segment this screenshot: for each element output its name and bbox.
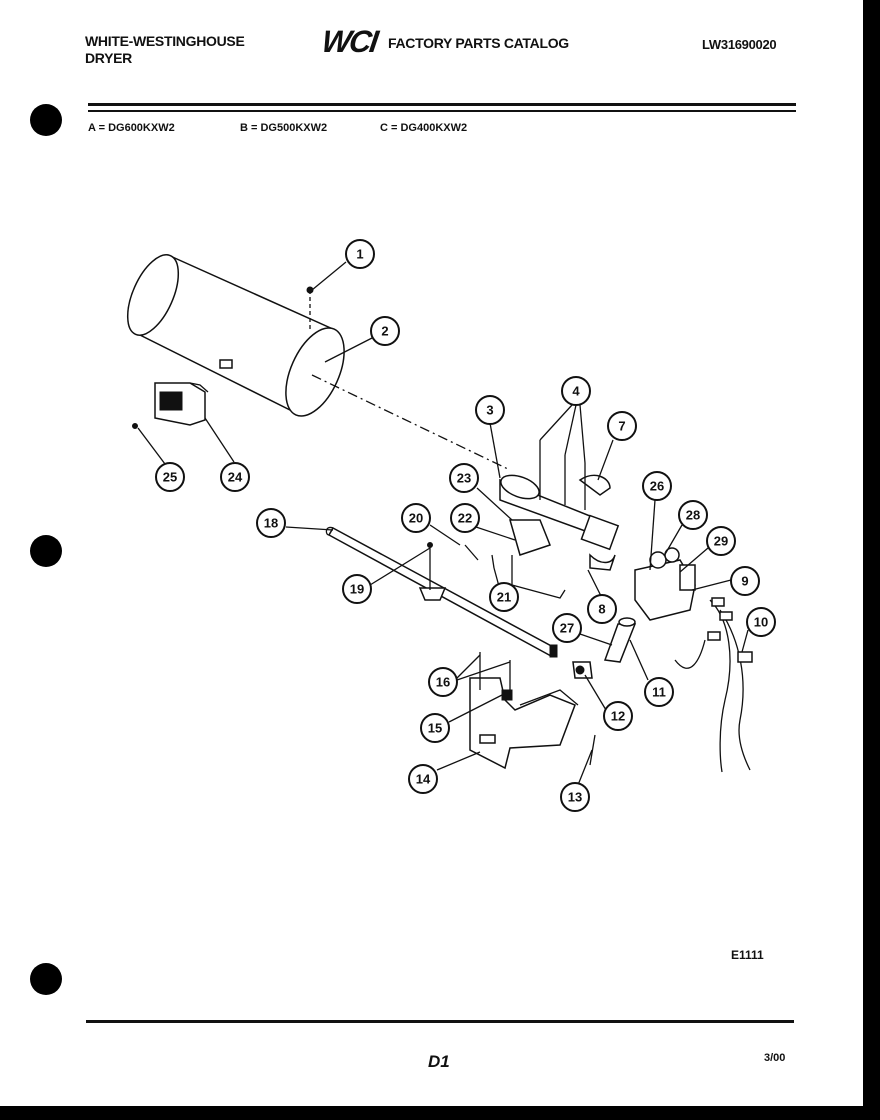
mounting-bracket [469, 652, 596, 770]
flame-sensor-switch [154, 382, 209, 426]
header-rule-bottom [88, 110, 796, 112]
callout-number: 7 [618, 419, 625, 434]
leader-lines [137, 261, 749, 786]
callout-number: 2 [381, 324, 388, 339]
callout-number: 22 [458, 511, 472, 526]
revision-date: 3/00 [764, 1052, 786, 1064]
callout-number: 20 [409, 511, 423, 526]
binder-hole [30, 963, 62, 995]
footer-rule [86, 1020, 794, 1023]
callout: 10 [746, 607, 776, 637]
callout-number: 13 [568, 790, 582, 805]
header-rule-top [88, 103, 796, 106]
model-b: B = DG500KXW2 [240, 122, 328, 134]
callout-number: 26 [650, 479, 664, 494]
callout-number: 16 [436, 675, 450, 690]
callout: 14 [408, 764, 438, 794]
callout-number: 23 [457, 471, 471, 486]
callout-number: 15 [428, 721, 442, 736]
callout: 9 [730, 566, 760, 596]
brand-name: WHITE-WESTINGHOUSE DRYER [85, 33, 245, 67]
callout-number: 10 [754, 615, 768, 630]
callout-number: 27 [560, 621, 574, 636]
callout-number: 4 [572, 384, 580, 399]
igniter-bracket [509, 519, 566, 599]
callout: 25 [155, 462, 185, 492]
callout: 15 [420, 713, 450, 743]
orifice-fitting [603, 617, 637, 663]
callout: 27 [552, 613, 582, 643]
callout: 22 [450, 503, 480, 533]
callout-number: 9 [741, 574, 748, 589]
burner-tube [126, 253, 345, 417]
callout: 21 [489, 582, 519, 612]
callout-number: 14 [416, 772, 431, 787]
wire-harness [674, 597, 753, 773]
model-c: C = DG400KXW2 [380, 122, 468, 134]
callout: 7 [607, 411, 637, 441]
burner-assembly [499, 440, 620, 571]
brand-line-1: WHITE-WESTINGHOUSE [85, 33, 245, 49]
callout: 3 [475, 395, 505, 425]
callout-number: 1 [356, 247, 363, 262]
catalog-title: FACTORY PARTS CATALOG [388, 35, 569, 51]
brand-line-2: DRYER [85, 50, 132, 66]
callout: 28 [678, 500, 708, 530]
callout-number: 18 [264, 516, 278, 531]
model-a: A = DG600KXW2 [88, 122, 175, 134]
binder-hole [30, 104, 62, 136]
callout-number: 8 [598, 602, 605, 617]
callout-number: 28 [686, 508, 700, 523]
gas-valve [634, 547, 696, 621]
catalog-page: WHITE-WESTINGHOUSE DRYER WCI FACTORY PAR… [0, 0, 863, 1106]
callout: 19 [342, 574, 372, 604]
callout: 18 [256, 508, 286, 538]
callout-number: 19 [350, 582, 364, 597]
callout-number: 24 [228, 470, 243, 485]
small-fitting [572, 661, 593, 679]
callout: 20 [401, 503, 431, 533]
callout: 29 [706, 526, 736, 556]
binder-hole [30, 535, 62, 567]
callout: 4 [561, 376, 591, 406]
callout: 16 [428, 667, 458, 697]
callout: 13 [560, 782, 590, 812]
callout: 2 [370, 316, 400, 346]
callout-number: 29 [714, 534, 728, 549]
callout: 11 [644, 677, 674, 707]
figure-code: E1111 [731, 948, 764, 962]
callout: 24 [220, 462, 250, 492]
page-number: D1 [428, 1052, 450, 1071]
callout-number: 3 [486, 403, 493, 418]
callout: 8 [587, 594, 617, 624]
callout-number: 11 [652, 685, 666, 700]
callout: 26 [642, 471, 672, 501]
callout-number: 12 [611, 709, 625, 724]
document-number: LW31690020 [702, 37, 777, 52]
callout-number: 21 [497, 590, 511, 605]
callout: 12 [603, 701, 633, 731]
callout: 23 [449, 463, 479, 493]
callout: 1 [345, 239, 375, 269]
exploded-parts-diagram: 1 2 3 4 7 23 26 28 29 9 10 18 20 22 19 2… [126, 239, 776, 812]
callout-number: 25 [163, 470, 177, 485]
